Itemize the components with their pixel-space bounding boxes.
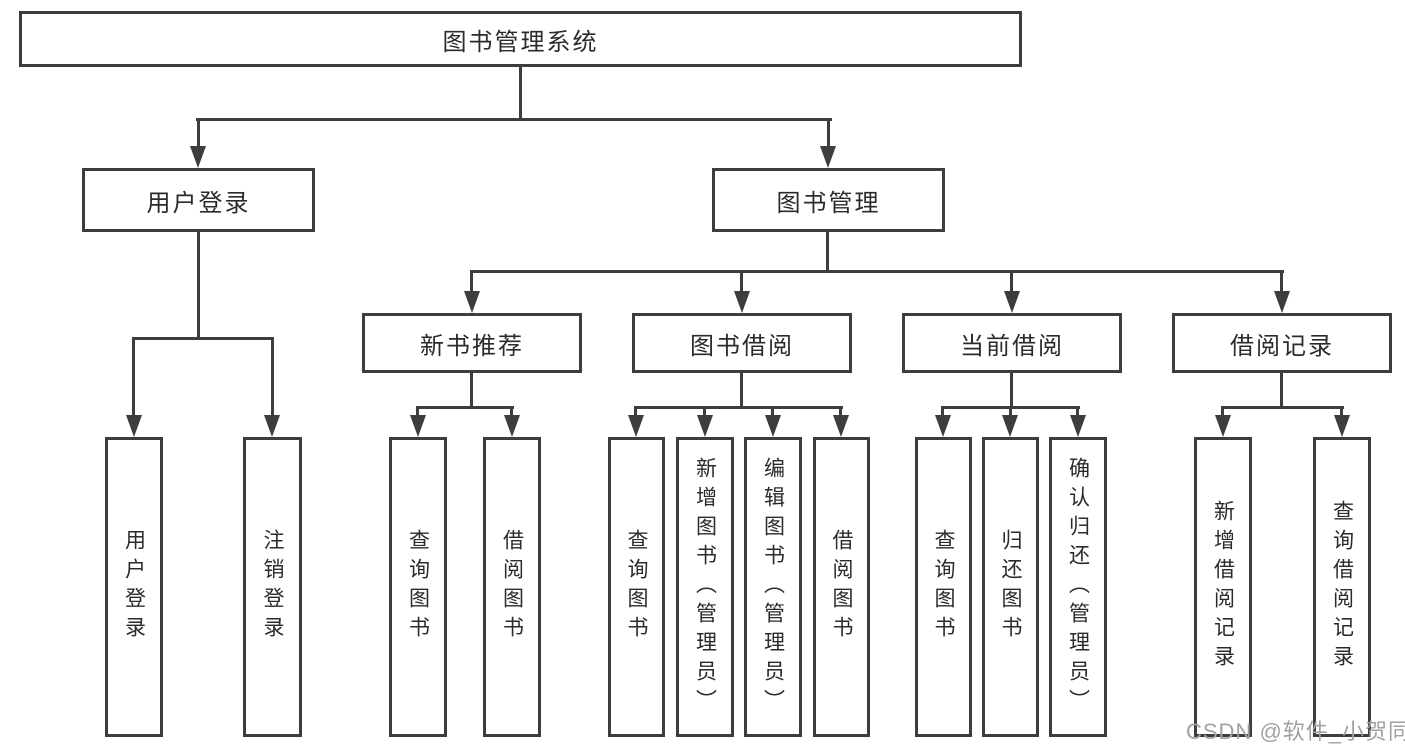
arrow-head [1070,415,1086,437]
node-label: 借阅记录 [1230,332,1334,360]
node-label: 归还图书 [999,529,1022,645]
connector-stem [1076,406,1079,416]
connector-stem [839,406,842,416]
connector-stem [703,406,706,416]
arrow-head [190,146,206,168]
connector-stem [1340,406,1343,416]
node-user-login: 用户登录 [82,168,315,232]
arrow-head [264,415,280,437]
connector-hline [1221,406,1344,409]
node-label: 确认归还（管理员） [1066,456,1090,718]
connector-stem [271,337,274,416]
connector-vline [1280,373,1283,408]
node-recommend-query-books: 查询图书 [389,437,447,737]
arrow-head [1334,415,1350,437]
node-label: 编辑图书（管理员） [761,456,785,718]
connector-hline [416,406,514,409]
connector-stem [827,118,830,147]
connector-stem [197,118,200,147]
connector-hline [634,406,843,409]
node-borrow-edit-books-admin: 编辑图书（管理员） [744,437,802,737]
node-logout: 注销登录 [243,437,302,737]
arrow-head [1004,291,1020,313]
connector-stem [1010,270,1013,292]
node-label: 当前借阅 [960,332,1064,360]
node-label: 借阅图书 [500,529,524,645]
connector-hline [196,118,832,121]
node-label: 查询图书 [406,529,430,645]
node-label: 查询图书 [625,529,648,645]
connector-stem [1009,406,1012,416]
connector-vline [470,373,473,408]
arrow-head [833,415,849,437]
arrow-head [1002,415,1018,437]
node-label: 查询借阅记录 [1330,500,1354,674]
node-label: 图书管理 [776,189,881,217]
arrow-head [410,415,426,437]
node-user-login-action: 用户登录 [105,437,163,737]
connector-stem [132,337,135,416]
arrow-head [1274,291,1290,313]
node-current-borrow: 当前借阅 [902,313,1122,373]
connector-stem [740,270,743,292]
node-book-management: 图书管理 [712,168,945,232]
arrow-head [504,415,520,437]
connector-stem [1280,270,1283,292]
node-borrow-add-books-admin: 新增图书（管理员） [676,437,734,737]
node-label: 新增借阅记录 [1211,500,1235,674]
connector-stem [1221,406,1224,416]
connector-stem [941,406,944,416]
node-book-borrow: 图书借阅 [632,313,852,373]
node-current-query-books: 查询图书 [915,437,972,737]
node-label: 新书推荐 [420,332,524,360]
node-borrow-query-books: 查询图书 [608,437,665,737]
connector-stem [634,406,637,416]
node-borrow-borrow-books: 借阅图书 [813,437,870,737]
arrow-head [820,146,836,168]
connector-hline [470,270,1284,273]
node-current-return-books: 归还图书 [982,437,1039,737]
node-label: 图书管理系统 [442,28,599,56]
connector-vline [1010,373,1013,408]
node-label: 借阅图书 [830,529,853,645]
watermark: CSDN @软件_小贺同学 [1186,719,1405,744]
node-new-book-recommend: 新书推荐 [362,313,582,373]
connector-stem [771,406,774,416]
node-current-confirm-return-admin: 确认归还（管理员） [1049,437,1107,737]
arrow-head [628,415,644,437]
node-label: 注销登录 [261,529,284,645]
arrow-head [734,291,750,313]
arrow-head [126,415,142,437]
connector-stem [470,270,473,292]
node-records-query-record: 查询借阅记录 [1313,437,1371,737]
node-label: 查询图书 [932,529,955,645]
arrow-head [765,415,781,437]
node-borrow-records: 借阅记录 [1172,313,1392,373]
connector-vline [197,232,200,339]
node-records-add-record: 新增借阅记录 [1194,437,1252,737]
connector-vline [519,67,522,121]
node-label: 用户登录 [146,189,251,217]
arrow-head [935,415,951,437]
connector-stem [416,406,419,416]
arrow-head [464,291,480,313]
connector-stem [510,406,513,416]
connector-hline [132,337,274,340]
connector-vline [826,232,829,272]
node-label: 用户登录 [122,529,146,645]
node-label: 图书借阅 [690,332,794,360]
arrow-head [1215,415,1231,437]
node-root: 图书管理系统 [19,11,1022,67]
node-recommend-borrow-books: 借阅图书 [483,437,541,737]
connector-vline [740,373,743,408]
node-label: 新增图书（管理员） [693,456,717,718]
arrow-head [697,415,713,437]
